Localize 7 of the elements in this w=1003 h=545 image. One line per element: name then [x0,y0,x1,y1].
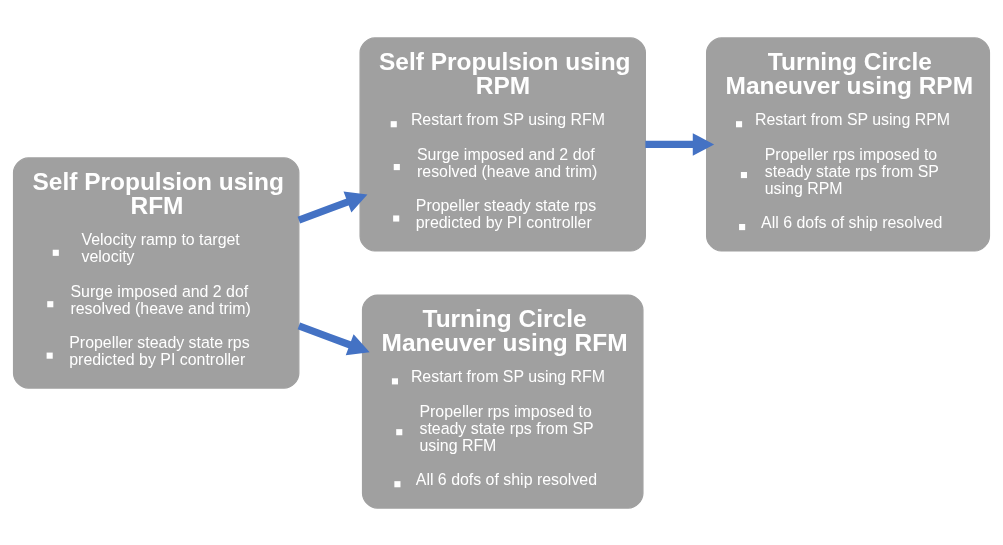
node-box: Self Propulsion using RFM Velocity ramp to target velocity Surge imposed and 2 dof resolved (heave and trim) Propeller steady state rps predicted by PI controller [12,156,300,389]
node-box: Self Propulsion using RPM Restart from SP using RFM Surge imposed and 2 dof resolved (heave and trim) Propeller steady state rps predicted by PI controller [359,36,646,252]
node-box: Turning Circle Maneuver using RFM Restart from SP using RFM Propeller rps imposed to steady state rps from SP using RFM All 6 dofs of ship resolved [361,293,644,509]
arrow [297,321,370,355]
node-box: Turning Circle Maneuver using RPM Restart from SP using RPM Propeller rps imposed to steady state rps from SP using RPM All 6 dofs of ship resolved [706,36,991,252]
arrow [297,190,368,224]
arrow [645,132,715,156]
